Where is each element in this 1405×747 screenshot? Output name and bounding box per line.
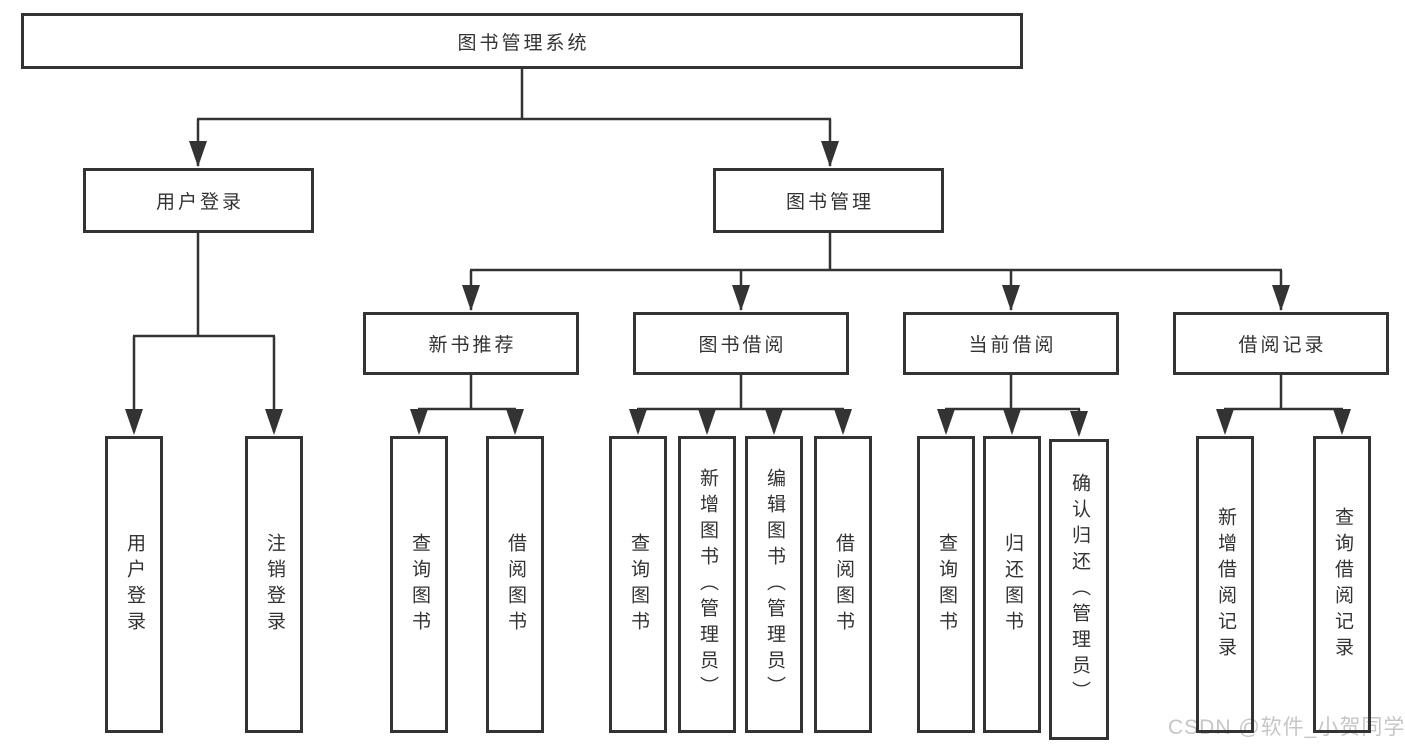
leaf-add-books-admin: 新增图书（管理员） [678, 436, 736, 733]
arrow-leaf-return-books [1003, 409, 1021, 435]
node-label: 查询借阅记录 [1331, 506, 1353, 663]
node-label: 借阅图书 [832, 532, 854, 637]
arrow-new-book-recommend [462, 285, 480, 311]
leaf-logout: 注销登录 [245, 436, 303, 733]
leaf-query-books-current: 查询图书 [917, 436, 975, 733]
node-label: 归还图书 [1001, 532, 1023, 637]
node-user-login: 用户登录 [83, 168, 314, 233]
arrow-user-login [189, 141, 207, 167]
leaf-user-login: 用户登录 [105, 436, 163, 733]
arrow-leaf-logout [265, 409, 283, 435]
connector-recommend-to-leaves [417, 374, 517, 432]
connector-book-management-to-modules [469, 232, 1283, 310]
arrow-leaf-user-login [125, 409, 143, 435]
arrow-leaf-query-record [1333, 409, 1351, 435]
arrow-book-management [821, 141, 839, 167]
arrow-leaf-query-books-2 [629, 409, 647, 435]
node-book-management: 图书管理 [713, 168, 944, 233]
node-book-borrow: 图书借阅 [633, 312, 849, 375]
arrow-leaf-edit-books [765, 409, 783, 435]
node-label: 查询图书 [408, 532, 430, 637]
csdn-watermark: CSDN @软件_小贺同学 [1168, 716, 1405, 739]
node-label: 注销登录 [263, 532, 285, 637]
leaf-return-books: 归还图书 [983, 436, 1041, 733]
leaf-borrow-books: 借阅图书 [814, 436, 872, 733]
node-library-management-system: 图书管理系统 [21, 13, 1023, 69]
node-label: 新增借阅记录 [1214, 506, 1236, 663]
node-label: 新增图书（管理员） [696, 467, 718, 702]
connector-user-login-to-leaves [132, 232, 276, 432]
leaf-edit-books-admin: 编辑图书（管理员） [745, 436, 803, 733]
leaf-borrow-books-recommend: 借阅图书 [486, 436, 544, 733]
node-current-borrow: 当前借阅 [903, 312, 1119, 375]
arrow-leaf-add-books [698, 409, 716, 435]
arrow-leaf-query-books-1 [410, 409, 428, 435]
leaf-confirm-return-admin: 确认归还（管理员） [1049, 439, 1109, 740]
arrowheads [125, 141, 1351, 437]
node-label: 确认归还（管理员） [1068, 472, 1090, 707]
node-label: 用户登录 [123, 532, 145, 637]
connector-records-to-leaves [1223, 374, 1344, 432]
arrow-leaf-borrow-books-1 [506, 409, 524, 435]
connector-root-to-level2 [196, 66, 832, 166]
leaf-query-books-borrow: 查询图书 [609, 436, 667, 733]
leaf-query-books-recommend: 查询图书 [390, 436, 448, 733]
arrow-leaf-query-books-3 [937, 409, 955, 435]
arrow-leaf-add-record [1216, 409, 1234, 435]
node-label: 查询图书 [935, 532, 957, 637]
node-label: 查询图书 [627, 532, 649, 637]
arrow-current-borrow [1002, 285, 1020, 311]
node-label: 编辑图书（管理员） [763, 467, 785, 702]
arrow-borrow-records [1272, 285, 1290, 311]
arrow-leaf-borrow-books-2 [834, 409, 852, 435]
leaf-add-borrow-record: 新增借阅记录 [1196, 436, 1254, 733]
arrow-book-borrow [732, 285, 750, 311]
node-new-book-recommend: 新书推荐 [363, 312, 579, 375]
connector-borrow-to-leaves [636, 374, 845, 432]
leaf-query-borrow-record: 查询借阅记录 [1313, 436, 1371, 733]
node-borrow-records: 借阅记录 [1173, 312, 1389, 375]
arrow-leaf-confirm-return [1070, 411, 1088, 437]
node-label: 借阅图书 [504, 532, 526, 637]
